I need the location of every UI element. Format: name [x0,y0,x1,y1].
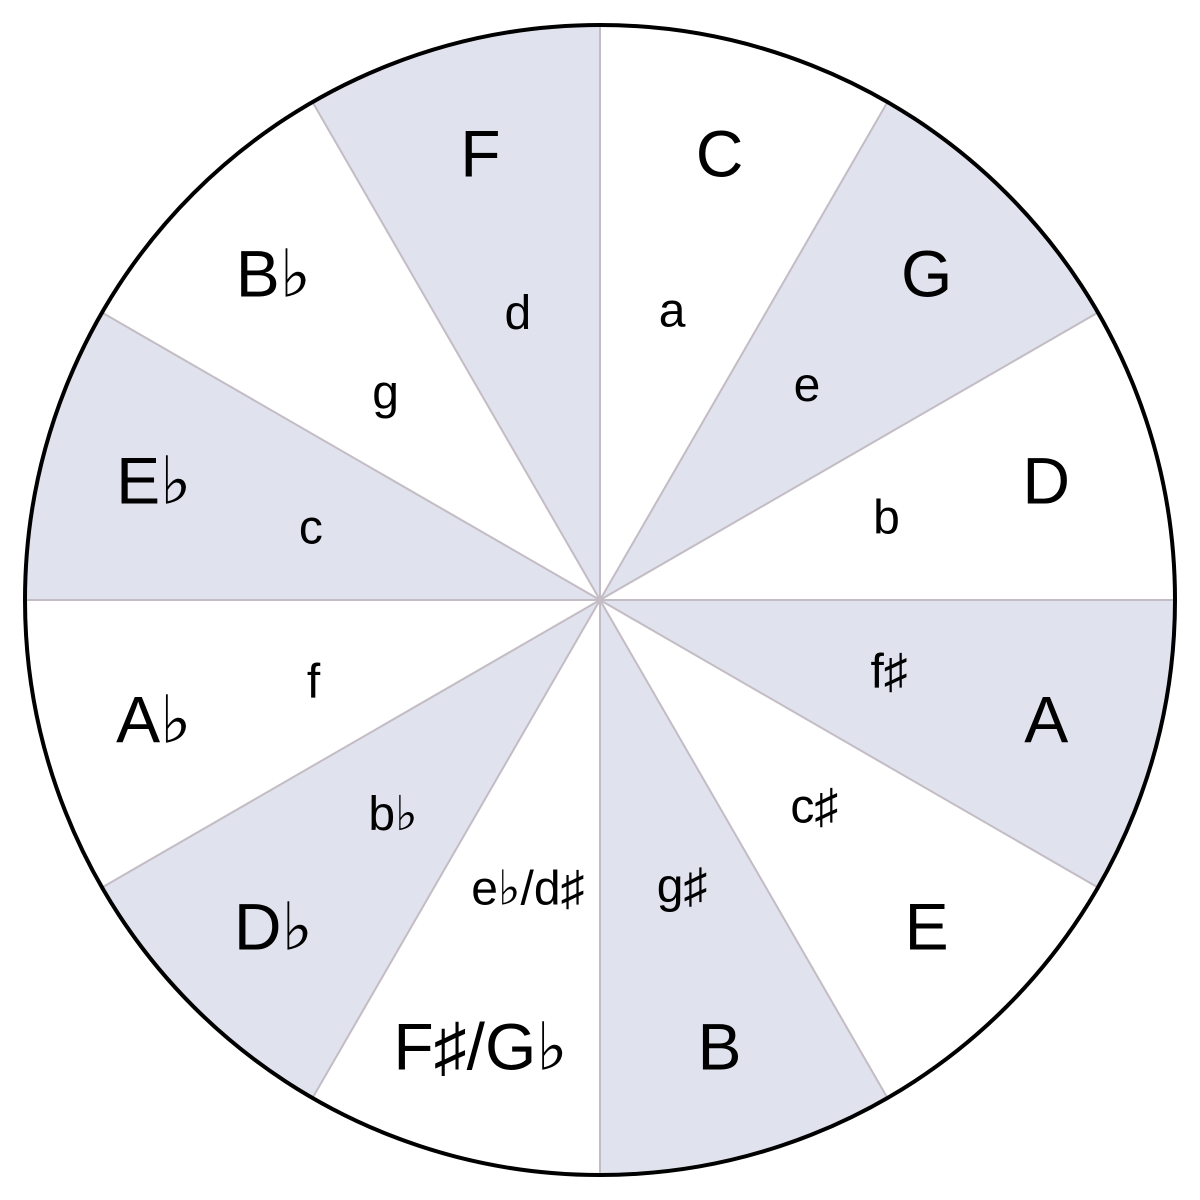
divider-line [101,599,601,889]
divider-line [599,599,889,1099]
divider-line [599,101,889,601]
minor-key-label: b♭ [368,788,417,841]
sector-1 [600,102,1098,600]
divider-line [311,101,601,601]
major-key-label: D [1022,443,1070,517]
minor-key-label: e [794,359,821,412]
major-key-label: E [905,890,949,964]
sector-6 [312,600,600,1175]
minor-key-label: c♯ [790,781,838,834]
divider-line [599,311,1099,601]
sector-7 [102,600,600,1098]
minor-key-label: c [299,501,323,554]
major-key-label: A [1024,683,1068,757]
minor-key-label: g♯ [657,860,708,913]
major-key-label: D♭ [234,890,313,964]
sector-10 [102,102,600,600]
outer-circle [23,23,1177,1177]
minor-key-label: a [659,284,686,337]
sector-4 [600,600,1098,1098]
minor-key-label: f♯ [870,646,907,699]
divider-line [101,311,601,601]
major-key-label: B♭ [236,236,311,310]
sector-0 [600,25,888,600]
minor-key-label: f [307,656,321,709]
dividers [25,25,1175,1175]
minor-key-label: e♭/d♯ [471,863,584,916]
sector-5 [600,600,888,1175]
sector-8 [25,600,600,888]
major-key-label: A♭ [116,683,191,757]
sector-2 [600,312,1175,600]
major-key-label: E♭ [116,443,191,517]
sector-9 [25,312,600,600]
major-key-label: B [698,1009,742,1083]
major-key-label: C [696,117,744,191]
major-key-label: F♯/G♭ [393,1009,567,1083]
sector-3 [600,600,1175,888]
sector-11 [312,25,600,600]
major-key-label: F [460,117,500,191]
minor-key-label: d [505,287,532,340]
major-key-label: G [901,236,952,310]
sectors [25,25,1175,1175]
minor-key-label: b [873,491,900,544]
minor-key-label: g [372,366,399,419]
divider-line [599,599,1099,889]
divider-line [311,599,601,1099]
